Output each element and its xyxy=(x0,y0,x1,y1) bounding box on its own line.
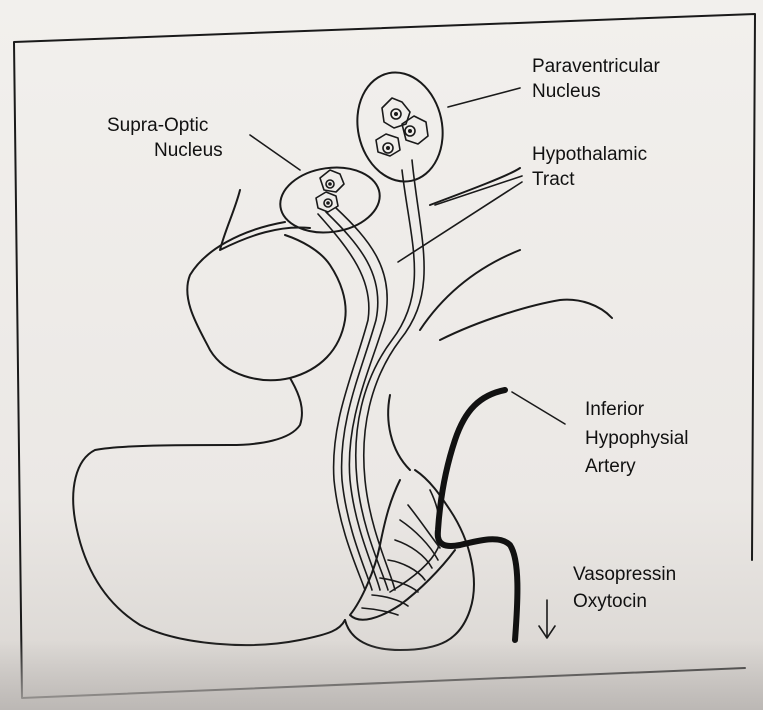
svg-text:Supra-Optic: Supra-Optic xyxy=(107,115,208,136)
inferior-hypophysial-artery xyxy=(438,390,518,640)
svg-text:Paraventricular: Paraventricular xyxy=(532,56,660,77)
supra-optic-leader xyxy=(250,135,300,170)
svg-text:Hypothalamic: Hypothalamic xyxy=(532,144,647,165)
brain-contours xyxy=(73,168,612,650)
secretion-arrow xyxy=(539,600,555,638)
svg-text:Nucleus: Nucleus xyxy=(532,81,601,102)
artery-leader xyxy=(512,392,565,424)
svg-text:Hypophysial: Hypophysial xyxy=(585,428,689,449)
label-paraventricular: Paraventricular Nucleus xyxy=(532,56,660,102)
svg-text:Inferior: Inferior xyxy=(585,399,645,420)
paraventricular-nucleus xyxy=(347,64,452,189)
svg-text:Oxytocin: Oxytocin xyxy=(573,591,647,612)
label-artery: Inferior Hypophysial Artery xyxy=(585,399,689,477)
label-hypothalamic-tract: Hypothalamic Tract xyxy=(532,144,647,190)
label-supra-optic: Supra-Optic Nucleus xyxy=(107,115,223,161)
svg-text:Nucleus: Nucleus xyxy=(154,140,223,161)
svg-text:Artery: Artery xyxy=(585,456,636,477)
paraventricular-leader xyxy=(448,88,520,107)
svg-text:Vasopressin: Vasopressin xyxy=(573,564,676,585)
label-hormones: Vasopressin Oxytocin xyxy=(573,564,676,612)
svg-text:Tract: Tract xyxy=(532,169,575,190)
